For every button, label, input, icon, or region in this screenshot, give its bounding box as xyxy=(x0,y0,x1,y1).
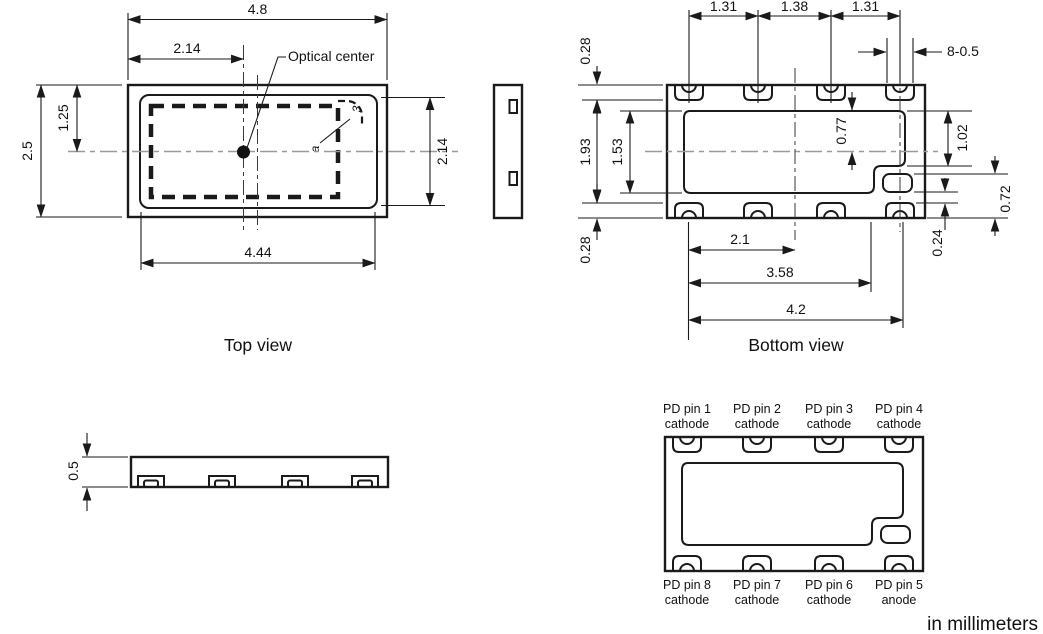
pad xyxy=(885,202,915,218)
dim-span-center: 2.1 xyxy=(730,231,750,247)
dim-pad-inner-span: 1.93 xyxy=(577,138,593,165)
pin-label: PD pin 6 xyxy=(805,578,853,592)
pad-via xyxy=(750,210,766,219)
pad-via xyxy=(681,210,697,219)
pad-via xyxy=(891,563,907,572)
cavity-outline xyxy=(683,110,906,194)
pin-label: PD pin 4 xyxy=(875,402,923,416)
optical-center-label: Optical center xyxy=(288,48,375,64)
pad-via xyxy=(821,436,837,445)
corner-leader-line xyxy=(319,118,351,144)
dim-optical-x: 2.14 xyxy=(173,40,200,56)
sensitive-area-note: a xyxy=(308,145,322,152)
pads-top-row xyxy=(672,436,914,453)
pads-bottom-row xyxy=(674,202,915,219)
pin-diagram: PD pin 1 cathode PD pin 2 cathode PD pin… xyxy=(663,402,925,607)
pad-via xyxy=(823,210,839,219)
pin-label: cathode xyxy=(877,417,922,431)
pad-via xyxy=(821,563,837,572)
pad-via xyxy=(679,436,695,445)
units-note: in millimeters xyxy=(927,614,1038,634)
corner-radius-note: 3 xyxy=(350,105,364,112)
package-outline xyxy=(129,455,390,489)
dim-pitch-2: 1.38 xyxy=(781,0,808,14)
pad xyxy=(672,437,702,453)
pad xyxy=(674,202,704,218)
dim-optical-y: 1.25 xyxy=(55,104,71,131)
cavity-outline xyxy=(681,462,904,546)
pad-inner xyxy=(357,479,373,488)
pad-inner xyxy=(214,479,230,488)
top-view-label: Top view xyxy=(224,335,292,355)
dim-thickness: 0.5 xyxy=(65,461,81,481)
pin-label: cathode xyxy=(665,593,710,607)
pad xyxy=(884,555,914,571)
anode-pad xyxy=(880,525,911,544)
pad xyxy=(672,555,702,571)
dim-span-anode: 3.58 xyxy=(766,264,793,280)
pad xyxy=(743,202,773,218)
top-view: 3 a Optical center 4.8 2.14 2.14 2.5 1.2… xyxy=(19,1,458,355)
package-outline xyxy=(663,435,925,573)
dim-anode-to-edge: 0.72 xyxy=(997,185,1013,212)
dim-inner-width: 4.44 xyxy=(244,244,271,260)
dim-anode-gap: 0.24 xyxy=(929,229,945,256)
anode-pad xyxy=(882,173,913,193)
dim-width: 4.8 xyxy=(248,1,268,17)
optical-center-dot xyxy=(237,145,250,159)
dim-step-depth: 1.02 xyxy=(954,124,970,151)
pad xyxy=(508,171,518,186)
pads xyxy=(137,475,379,488)
pad xyxy=(884,437,914,453)
pin-labels-bottom: PD pin 8 cathode PD pin 7 cathode PD pin… xyxy=(663,578,923,607)
pin-label: PD pin 5 xyxy=(875,578,923,592)
pad xyxy=(814,437,844,453)
pin-label: cathode xyxy=(735,417,780,431)
corner-radius-mark xyxy=(338,99,364,126)
pad-inner xyxy=(287,479,303,488)
pad xyxy=(508,99,518,114)
dim-center-offset: 0.77 xyxy=(833,117,849,144)
dim-span-total: 4.2 xyxy=(786,301,806,317)
pad xyxy=(814,555,844,571)
pad-via xyxy=(749,436,765,445)
bottom-view-label: Bottom view xyxy=(748,335,844,355)
dim-cavity-height: 1.53 xyxy=(609,138,625,165)
pad-via xyxy=(891,436,907,445)
pin-labels-top: PD pin 1 cathode PD pin 2 cathode PD pin… xyxy=(663,402,923,431)
pad-via xyxy=(679,563,695,572)
pin-label: cathode xyxy=(807,417,852,431)
package-outline xyxy=(492,83,524,220)
pad-inner xyxy=(143,479,159,488)
pin-label: PD pin 8 xyxy=(663,578,711,592)
pad xyxy=(742,555,772,571)
dim-pitch-1: 1.31 xyxy=(710,0,737,14)
pad-via xyxy=(749,563,765,572)
pin-label: PD pin 1 xyxy=(663,402,711,416)
pad xyxy=(742,437,772,453)
pin-label: anode xyxy=(882,593,917,607)
dim-pitch-3: 1.31 xyxy=(852,0,879,14)
pin-label: cathode xyxy=(665,417,710,431)
pin-label: cathode xyxy=(807,593,852,607)
optical-center-leader xyxy=(246,56,286,149)
dim-height: 2.5 xyxy=(19,141,35,161)
dim-edge-bottom: 0.28 xyxy=(577,236,593,263)
dim-edge-top: 0.28 xyxy=(577,37,593,64)
pin-label: cathode xyxy=(735,593,780,607)
bottom-view: 1.31 1.38 1.31 8-0.5 0.28 1.93 0.28 1.53… xyxy=(577,0,1013,355)
front-view: 0.5 xyxy=(65,433,390,511)
pads-bottom-row xyxy=(672,555,914,572)
pin-label: PD pin 2 xyxy=(733,402,781,416)
pin-label: PD pin 7 xyxy=(733,578,781,592)
dim-pads: 8-0.5 xyxy=(947,43,979,59)
pin-label: PD pin 3 xyxy=(805,402,853,416)
dim-inner-height: 2.14 xyxy=(434,138,450,165)
pad xyxy=(816,202,846,218)
side-view xyxy=(492,83,524,220)
